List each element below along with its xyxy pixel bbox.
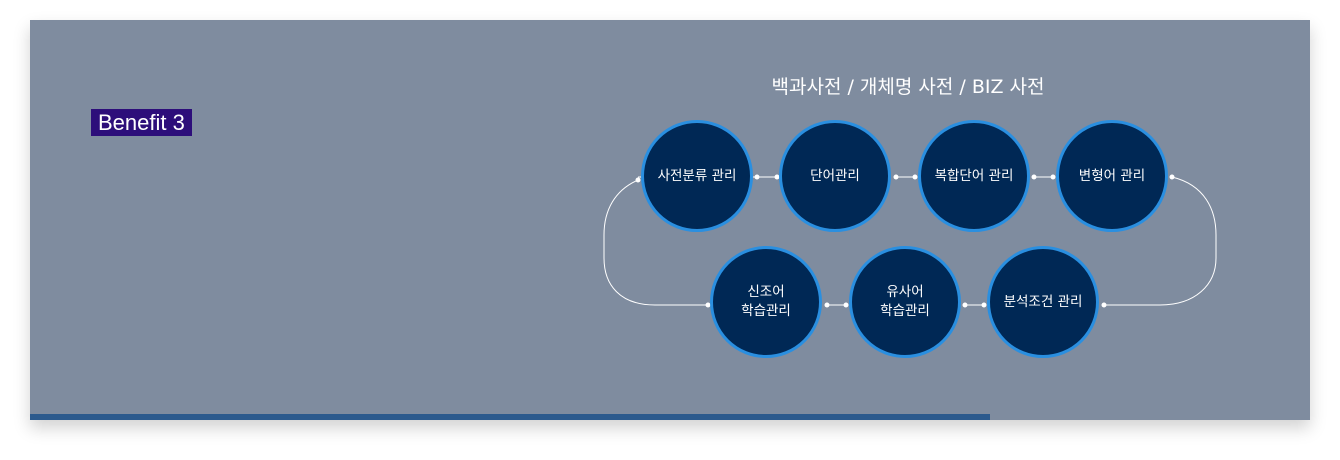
loop-right [1104,176,1217,306]
connector-dots [635,174,1175,308]
node-label: 분석조건 관리 [1003,293,1083,310]
node-label: 신조어 학습관리 [741,284,791,319]
node-label: 복합단어 관리 [934,167,1014,184]
node-analysis-condition: 분석조건 관리 [987,246,1099,358]
node-label: 사전분류 관리 [657,167,737,184]
node-variant-word: 변형어 관리 [1056,120,1168,232]
node-label: 단어관리 [810,167,860,184]
slide-progress-fill [30,414,990,420]
connector-lines [603,174,1217,308]
node-label: 변형어 관리 [1078,167,1146,184]
benefit-badge: Benefit 3 [91,109,192,136]
node-neologism-learning: 신조어 학습관리 [710,246,822,358]
node-label: 유사어 학습관리 [880,284,930,319]
benefit-panel: Benefit 3 백과사전 / 개체명 사전 / BIZ 사전 [30,20,1310,420]
diagram-title: 백과사전 / 개체명 사전 / BIZ 사전 [771,76,1045,98]
node-word: 단어관리 [779,120,891,232]
node-compound-word: 복합단어 관리 [918,120,1030,232]
node-synonym-learning: 유사어 학습관리 [849,246,961,358]
node-dictionary-category: 사전분류 관리 [641,120,753,232]
slide-progress-track [30,414,1310,420]
loop-left [603,179,708,306]
